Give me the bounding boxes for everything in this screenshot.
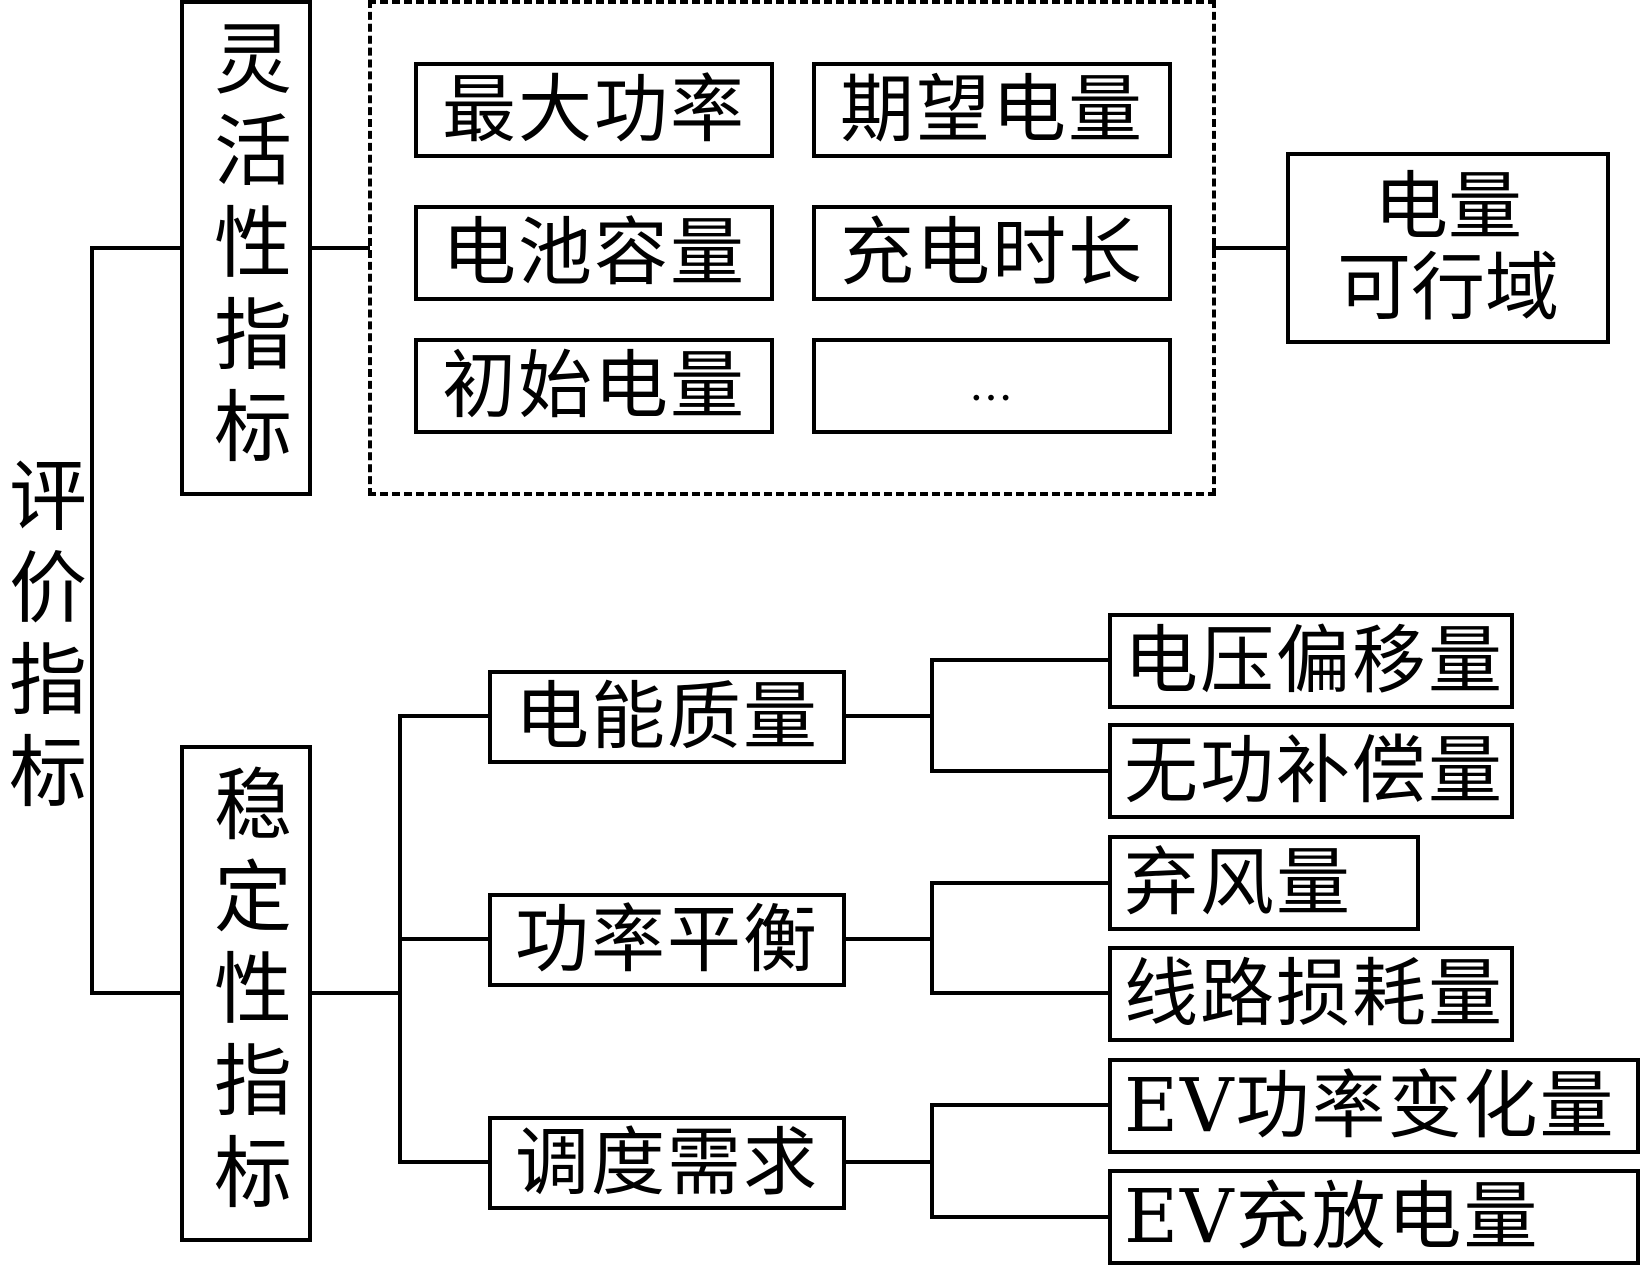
flexibility-items-group <box>368 0 1216 496</box>
leaf-reactive-compensation: 无功补偿量 <box>1108 723 1514 819</box>
category-dispatch-demand: 调度需求 <box>488 1116 846 1210</box>
flexibility-indicator-label: 灵活性指标 <box>201 18 291 478</box>
leaf-wind-curtailment: 弃风量 <box>1108 835 1420 931</box>
stability-indicator-box: 稳定性指标 <box>180 745 312 1242</box>
dispatch-bracket <box>930 1103 1110 1219</box>
leaf-ev-charge-discharge: EV充放电量 <box>1108 1169 1640 1265</box>
feasible-region-label: 电量 可行域 <box>1337 163 1559 331</box>
flex-item-charge-duration: 充电时长 <box>812 205 1172 301</box>
category-power-quality: 电能质量 <box>488 670 846 764</box>
flex-item-initial-energy: 初始电量 <box>414 338 774 434</box>
leaf-voltage-deviation: 电压偏移量 <box>1108 613 1514 709</box>
flex-item-ellipsis: … <box>812 338 1172 434</box>
flex-item-expected-energy: 期望电量 <box>812 62 1172 158</box>
flex-item-max-power: 最大功率 <box>414 62 774 158</box>
flexibility-indicator-box: 灵活性指标 <box>180 0 312 496</box>
balance-bracket <box>930 881 1110 995</box>
category-power-balance: 功率平衡 <box>488 893 846 987</box>
feasible-region-box: 电量 可行域 <box>1286 152 1610 344</box>
leaf-line-loss: 线路损耗量 <box>1108 946 1514 1042</box>
stability-indicator-label: 稳定性指标 <box>201 763 291 1224</box>
root-label: 评价指标 <box>0 455 86 823</box>
flex-item-battery-capacity: 电池容量 <box>414 205 774 301</box>
root-connector <box>90 246 182 995</box>
leaf-ev-power-change: EV功率变化量 <box>1108 1058 1640 1154</box>
quality-bracket <box>930 658 1110 773</box>
